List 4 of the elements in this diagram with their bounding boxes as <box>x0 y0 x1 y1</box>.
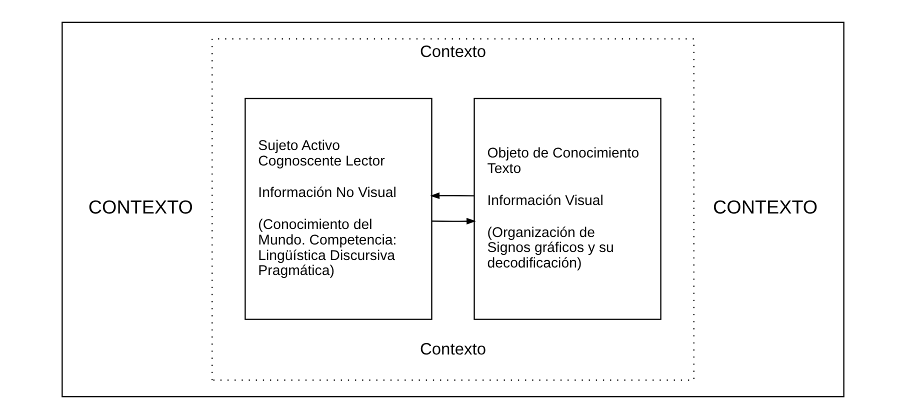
node-box: Objeto de Conocimiento Texto Información Visual (Organización de Signos gráficos y su decodificación) <box>473 98 661 320</box>
arrow <box>431 218 476 225</box>
node-box: Sujeto Activo Cognoscente Lector Información No Visual (Conocimiento del Mundo. Competencia: Lingüística Discursiva Pragmática) <box>244 98 432 320</box>
arrow <box>430 192 474 200</box>
